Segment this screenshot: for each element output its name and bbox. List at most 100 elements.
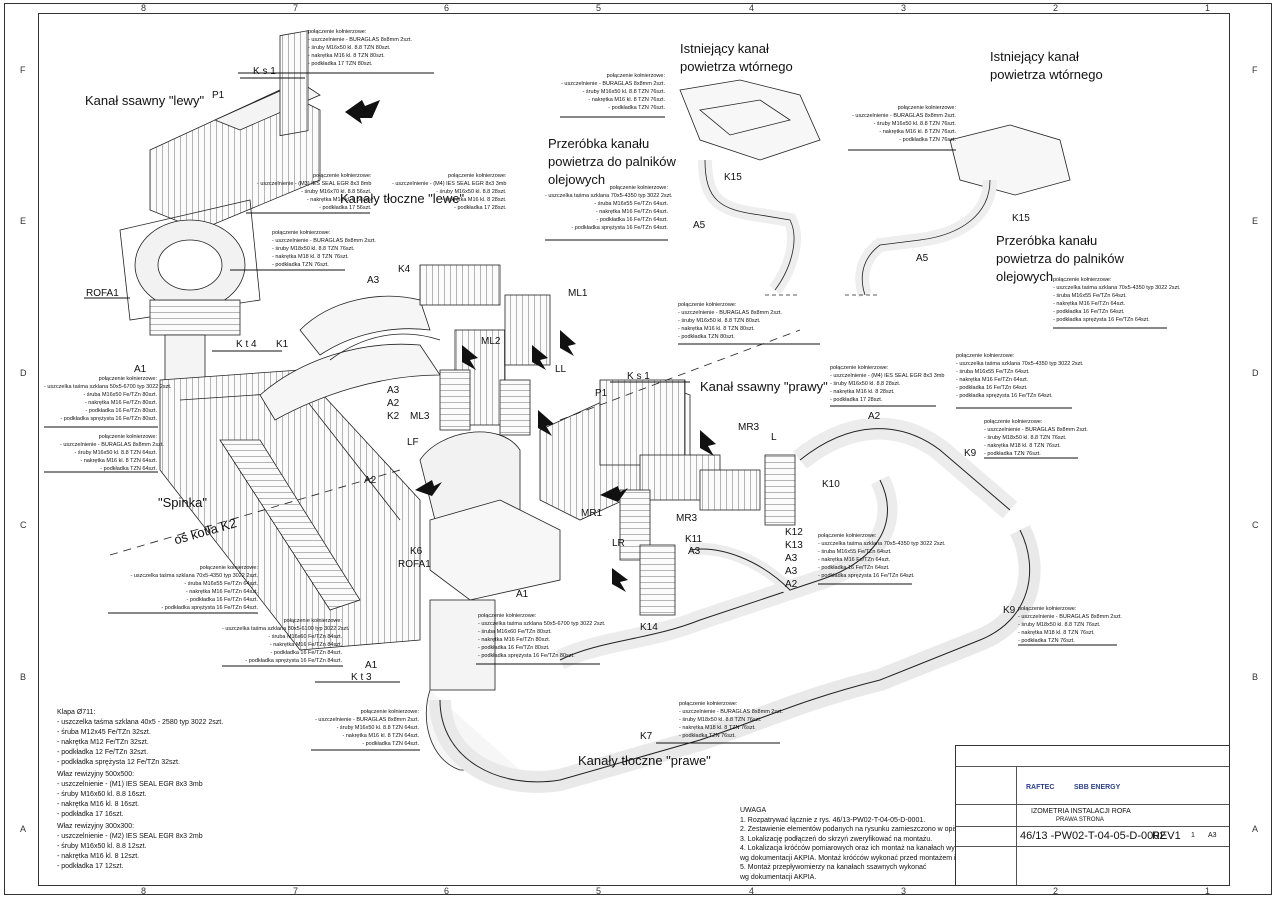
note-line: - nakrętka M18 kl. 8 TZN 76szt. bbox=[984, 443, 1061, 449]
tag-mr3-top: MR3 bbox=[738, 422, 760, 433]
legend-line: - śruby M16x50 kl. 8.8 12szt. bbox=[57, 843, 147, 850]
note-line: - śruby M16x50 kl. 8.8 TZN 76szt. bbox=[582, 89, 665, 95]
grid-col-4-top: 4 bbox=[749, 3, 755, 13]
note-line: - podkładka TZN 76szt. bbox=[272, 262, 329, 268]
note-line: połączenie kołnierzowe: bbox=[679, 701, 738, 707]
grid-row-A-right: A bbox=[1252, 824, 1259, 834]
tb-divider bbox=[956, 846, 1229, 847]
note-line: - uszczelnienie - BURAGLAS 8x8mm 2szt. bbox=[679, 709, 783, 715]
tag-ml1: ML1 bbox=[568, 288, 588, 299]
istniejacy-2-line-1: Istniejący kanał bbox=[990, 49, 1079, 64]
note-line: - nakrętka M16 Fe/TZn 84szt. bbox=[269, 642, 342, 648]
note-line: połączenie kołnierzowe: bbox=[956, 353, 1015, 359]
note-line: połączenie kołnierzowe: bbox=[897, 105, 956, 111]
tag-k9-top: K9 bbox=[964, 448, 977, 459]
note-line: - śruby M16x70 kl. 8.8 56szt. bbox=[301, 189, 372, 195]
note-line: - podkładka 17 56szt. bbox=[319, 205, 372, 211]
note-line: - podkładka 17 28szt. bbox=[454, 205, 507, 211]
tag-k1: K1 bbox=[276, 339, 289, 350]
tag-a5-2: A5 bbox=[916, 253, 929, 264]
note-line: połączenie kołnierzowe: bbox=[1053, 277, 1112, 283]
legend-line: - śruba M12x45 Fe/TZn 32szt. bbox=[57, 729, 151, 736]
uwaga-title: UWAGA bbox=[740, 807, 767, 814]
tb-sheet: 1 bbox=[1191, 832, 1195, 839]
note-line: - nakrętka M16 kl. 8 28szt. bbox=[830, 389, 895, 395]
tag-a2-right: A2 bbox=[868, 411, 881, 422]
note-line: - nakrętka M16 kl. 8 TZN 80szt. bbox=[678, 326, 755, 332]
tag-p1-left: P1 bbox=[212, 90, 225, 101]
note-line: - uszczelnienie - BURAGLAS 8x8mm 2szt. bbox=[308, 37, 412, 43]
note-line: - podkładka 16 Fe/TZn 64szt. bbox=[186, 597, 258, 603]
title-ssawny-prawy: Kanał ssawny "prawy" bbox=[700, 379, 828, 394]
note-line: - uszczelnienie - (M4) IES SEAL EGR 8x3 … bbox=[392, 181, 507, 187]
note-istniejacy-2: połączenie kołnierzowe: - uszczelnienie … bbox=[848, 104, 956, 144]
title-spinka: "Spinka" bbox=[158, 495, 207, 510]
note-line: - uszczelnienie - BURAGLAS 8x8mm 2szt. bbox=[1018, 614, 1122, 620]
note-tloczne-lewe: połączenie kołnierzowe: - uszczelnienie … bbox=[392, 172, 506, 212]
note-line: - śruby M16x50 kl. 8.8 TZN 80szt. bbox=[308, 45, 391, 51]
tag-a3-r3: A3 bbox=[785, 566, 798, 577]
przerobka-1-line-3: olejowych bbox=[548, 172, 606, 187]
legend-klapa: Klapa Ø711: - uszczelka taśma szklana 40… bbox=[57, 708, 223, 768]
grid-col-5-bottom: 5 bbox=[596, 886, 602, 896]
tag-a1-mid: A1 bbox=[516, 589, 529, 600]
grid-row-D-left: D bbox=[20, 368, 27, 378]
tag-k10: K10 bbox=[822, 479, 840, 490]
note-line: - podkładka TZN 76szt. bbox=[679, 733, 736, 739]
note-line: - uszczelka taśma szklana 50x5-6700 typ … bbox=[478, 621, 606, 627]
note-line: połączenie kołnierzowe: bbox=[98, 434, 157, 440]
note-line: - nakrętka M16 kl. 8 28szt. bbox=[441, 197, 507, 203]
tag-a3-mid: A3 bbox=[387, 385, 400, 396]
note-kt3: połączenie kołnierzowe: - uszczelka taśm… bbox=[222, 617, 349, 665]
note-line: - uszczelnienie - (M4) IES SEAL EGR 8x3 … bbox=[830, 373, 945, 379]
note-line: - uszczelka taśma szklana 70x5-4350 typ … bbox=[956, 361, 1084, 367]
tag-a2-r: A2 bbox=[785, 579, 798, 590]
note-line: - podkładka sprężysta 16 Fe/TZn 80szt. bbox=[60, 416, 157, 422]
note-line: - uszczelnienie - BURAGLAS 8x8mm 2szt. bbox=[60, 442, 164, 448]
note-bottom-left: połączenie kołnierzowe: - uszczelnienie … bbox=[313, 708, 419, 748]
note-k13: połączenie kołnierzowe: - uszczelka taśm… bbox=[818, 532, 945, 580]
note-line: - śruba M16x60 Fe/TZn 80szt. bbox=[478, 629, 552, 635]
note-line: - uszczelka taśma szklana 70x5-4350 typ … bbox=[545, 193, 673, 199]
istniejacy-1-line-1: Istniejący kanał bbox=[680, 41, 769, 56]
tag-kt3: K t 3 bbox=[351, 672, 372, 683]
note-line: - podkładka sprężysta 16 Fe/TZn 64szt. bbox=[956, 393, 1053, 399]
note-line: - uszczelnienie - BURAGLAS 8x8mm 2szt. bbox=[678, 310, 782, 316]
grid-col-2-bottom: 2 bbox=[1053, 886, 1059, 896]
note-line: - śruba M16x50 Fe/TZn 80szt. bbox=[83, 392, 157, 398]
note-rofa-left: połączenie kołnierzowe: - uszczelnienie … bbox=[257, 172, 371, 212]
note-line: - uszczelka taśma szklana 70x5-4350 typ … bbox=[818, 541, 946, 547]
note-line: - podkładka 16 Fe/TZn 64szt. bbox=[818, 565, 890, 571]
title-przerobka-1: Przeróbka kanału powietrza do palników o… bbox=[548, 135, 676, 189]
note-a1-left: połączenie kołnierzowe: - uszczelka taśm… bbox=[44, 375, 171, 423]
tag-lr: LR bbox=[612, 538, 625, 549]
tag-mr1: MR1 bbox=[581, 508, 603, 519]
note-line: - nakrętka M18 kl. 8 TZN 76szt. bbox=[679, 725, 756, 731]
note-line: - nakrętka M16 kl. 8 TZN 64szt. bbox=[342, 733, 419, 739]
tag-a1-bottom: A1 bbox=[365, 660, 378, 671]
note-line: - podkładka 16 Fe/TZn 84szt. bbox=[270, 650, 342, 656]
grid-row-F-right: F bbox=[1252, 65, 1258, 75]
grid-col-8-bottom: 8 bbox=[141, 886, 147, 896]
tag-k7: K7 bbox=[640, 731, 653, 742]
title-istniejacy-1: Istniejący kanał powietrza wtórnego bbox=[680, 40, 793, 76]
grid-col-3-top: 3 bbox=[901, 3, 907, 13]
tag-ks1-right: K s 1 bbox=[627, 371, 650, 382]
note-line: - podkładka TZN 76szt. bbox=[984, 451, 1041, 457]
note-ks1-left: połączenie kołnierzowe: - uszczelnienie … bbox=[308, 28, 412, 68]
note-a1-mid: połączenie kołnierzowe: - uszczelka taśm… bbox=[478, 612, 605, 660]
note-line: - nakrętka M16 Fe/TZn 64szt. bbox=[595, 209, 668, 215]
note-line: - podkładka TZN 76szt. bbox=[608, 105, 665, 111]
note-line: - śruby M18x50 kl. 8.8 TZN 76szt. bbox=[272, 246, 355, 252]
tag-k13: K13 bbox=[785, 540, 803, 551]
title-tloczne-prawe: Kanały tłoczne "prawe" bbox=[578, 753, 711, 768]
uwaga-item: wg dokumentacji AKPIA. bbox=[740, 873, 817, 881]
note-line: - uszczelnienie - BURAGLAS 8x8mm 2szt. bbox=[852, 113, 956, 119]
tag-ml3: ML3 bbox=[410, 411, 430, 422]
title-istniejacy-2: Istniejący kanał powietrza wtórnego bbox=[990, 48, 1103, 84]
tb-vdivider bbox=[1016, 766, 1017, 885]
uwaga-item: wg dokumentacji AKPIA. Montaż króćców wy… bbox=[740, 854, 977, 862]
tag-k9-bottom: K9 bbox=[1003, 605, 1016, 616]
